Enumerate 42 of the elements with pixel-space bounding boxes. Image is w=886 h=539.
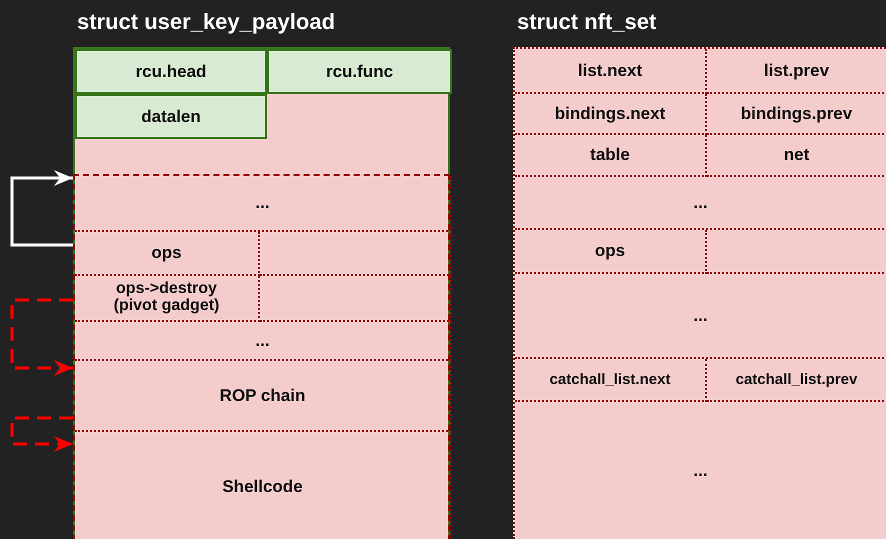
- field-cell: [515, 135, 707, 177]
- field-cell: [515, 94, 707, 135]
- field-name: datalen: [140, 108, 202, 126]
- field-cell: [75, 94, 267, 139]
- ellipsis: ...: [692, 462, 709, 480]
- field-name: ops: [594, 242, 626, 260]
- empty-cell: [260, 276, 452, 322]
- ellipsis: ...: [254, 194, 271, 212]
- arrow: [10, 298, 73, 376]
- field-name: table: [589, 146, 631, 164]
- empty-cell: [260, 232, 452, 276]
- field-name: net: [782, 146, 810, 164]
- ellipsis: ...: [692, 194, 709, 212]
- field-name: ops: [150, 244, 183, 262]
- struct-title: struct user_key_payload: [77, 9, 336, 35]
- field-cell: [75, 49, 267, 94]
- arrow: [10, 416, 73, 452]
- field-cell: [75, 176, 452, 232]
- field-name: bindings.prev: [740, 104, 854, 122]
- arrow: [10, 170, 73, 246]
- field-cell: [75, 232, 260, 276]
- field-name: rcu.head: [134, 62, 208, 80]
- field-name: list.prev: [762, 62, 830, 80]
- struct-title: struct nft_set: [517, 9, 656, 35]
- overlap-region: [73, 174, 450, 539]
- field-name: catchall_list.next: [548, 372, 672, 388]
- field-name: catchall_list.prev: [734, 372, 858, 388]
- field-cell: [75, 361, 452, 432]
- field-name: bindings.next: [554, 104, 666, 122]
- field-name: Shellcode: [221, 478, 304, 496]
- ellipsis: ...: [254, 332, 271, 350]
- field-cell: [267, 49, 452, 94]
- field-name: ROP chain: [218, 386, 306, 404]
- ellipsis: ...: [692, 306, 709, 324]
- field-cell: [75, 322, 452, 361]
- field-cell: [515, 359, 707, 402]
- field-name: ops->destroy (pivot gadget): [112, 281, 220, 315]
- field-name: rcu.func: [324, 62, 394, 80]
- field-name: list.next: [576, 62, 644, 80]
- field-cell: [75, 276, 260, 322]
- field-cell: [515, 230, 707, 274]
- field-cell: [515, 49, 707, 94]
